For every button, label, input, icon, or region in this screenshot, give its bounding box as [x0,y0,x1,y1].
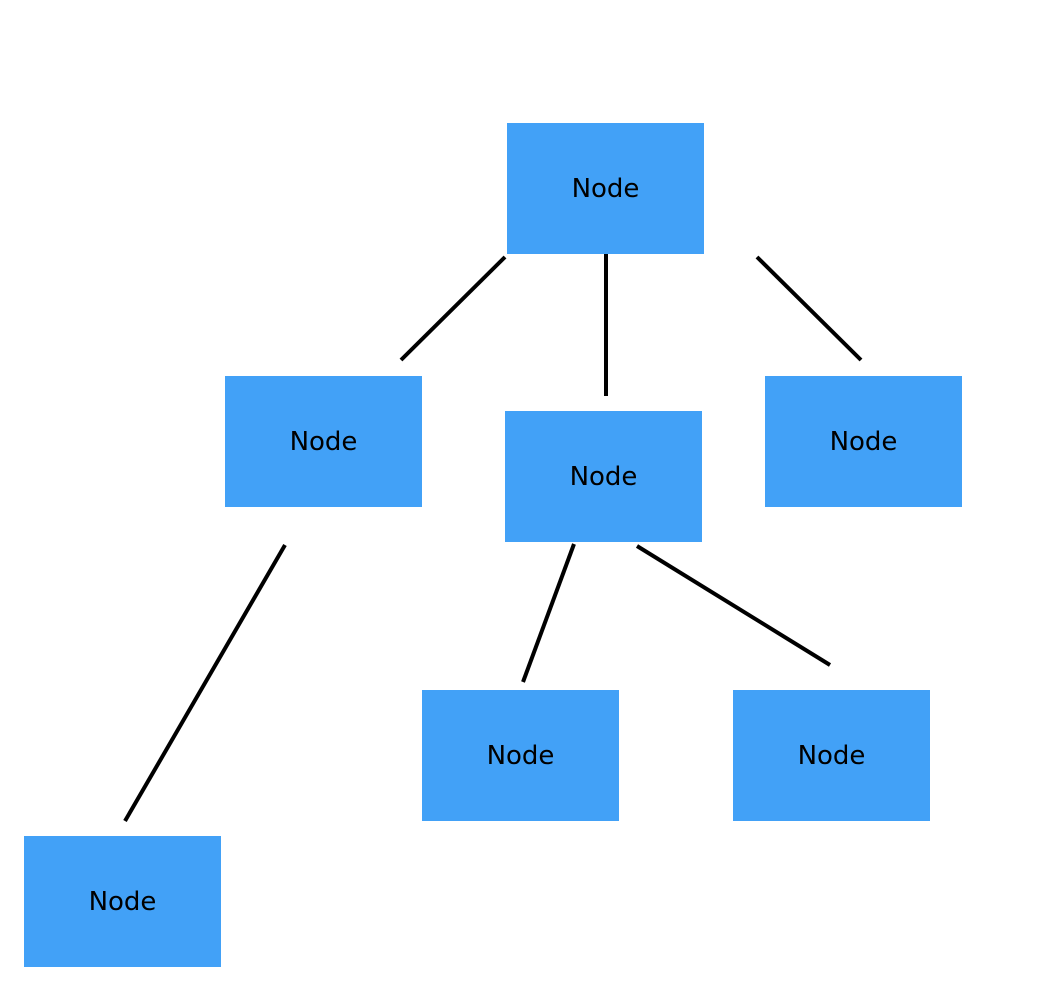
node-root[interactable]: Node [507,123,704,254]
edge-left-to-leaf-c [123,543,287,823]
node-left[interactable]: Node [225,376,422,507]
node-middle[interactable]: Node [505,411,702,542]
edge-middle-to-leaf-a [521,543,576,683]
edge-middle-to-leaf-b [635,544,832,667]
node-label: Node [486,740,555,771]
node-leaf-c[interactable]: Node [24,836,221,967]
node-right[interactable]: Node [765,376,962,507]
edge-root-to-left [399,255,507,362]
node-label: Node [569,461,638,492]
node-leaf-a[interactable]: Node [422,690,619,821]
node-label: Node [797,740,866,771]
node-leaf-b[interactable]: Node [733,690,930,821]
node-label: Node [571,173,640,204]
edge-root-to-right [755,255,863,362]
node-label: Node [829,426,898,457]
node-label: Node [289,426,358,457]
node-label: Node [88,886,157,917]
